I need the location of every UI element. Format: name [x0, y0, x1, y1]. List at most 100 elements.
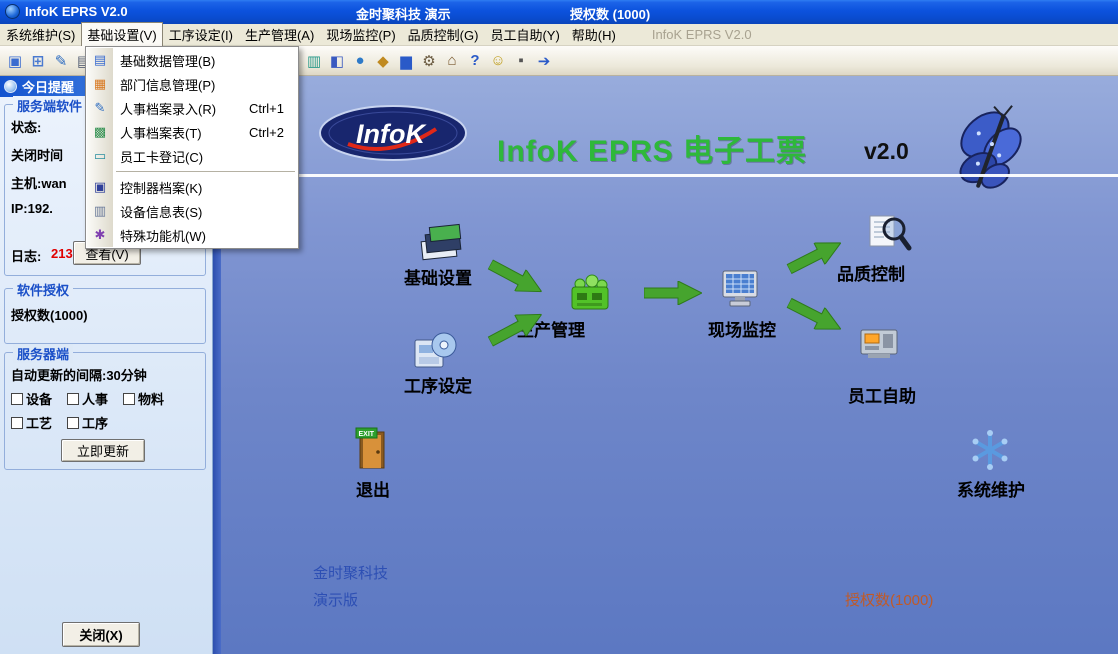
- menu-item-system-maintenance[interactable]: 系统维护(S): [6, 28, 76, 43]
- checkbox-box[interactable]: [67, 416, 79, 429]
- menu-item-employee-card-registration[interactable]: ▭ 员工卡登记(C): [86, 144, 298, 168]
- checkbox-label: 工序: [82, 416, 109, 431]
- personnel-entry-icon: ✎: [94, 100, 106, 115]
- menu-item-personnel-file-entry[interactable]: ✎ 人事档案录入(R) Ctrl+1: [86, 96, 298, 120]
- personnel-table-icon: ▩: [93, 124, 107, 139]
- edit-icon[interactable]: ✎: [54, 52, 68, 70]
- menu-item-personnel-file-table[interactable]: ▩ 人事档案表(T) Ctrl+2: [86, 120, 298, 144]
- menu-item-device-info-table[interactable]: ▥ 设备信息表(S): [86, 199, 298, 223]
- exit-icon[interactable]: EXIT: [352, 426, 392, 470]
- svg-text:EXIT: EXIT: [359, 431, 375, 438]
- license-groupbox: 软件授权 授权数(1000): [4, 280, 206, 344]
- menu-bar: 系统维护(S) 基础设置(V) 工序设定(I) 生产管理(A) 现场监控(P) …: [0, 22, 1118, 47]
- menu-item-label: 设备信息表(S): [120, 204, 203, 220]
- node-label-process-setup[interactable]: 工序设定: [404, 377, 472, 396]
- help-icon[interactable]: ?: [470, 52, 480, 69]
- site-monitoring-icon[interactable]: [718, 268, 764, 310]
- lock-icon[interactable]: ▪: [518, 52, 524, 69]
- exit-icon[interactable]: ➔: [537, 52, 551, 70]
- node-label-system-maintenance[interactable]: 系统维护: [957, 481, 1025, 500]
- close-time-label: 关闭时间: [11, 148, 64, 163]
- menu-item-production-management[interactable]: 生产管理(A): [244, 28, 315, 43]
- form-icon[interactable]: ⊞: [31, 52, 45, 70]
- checkbox-label: 物料: [138, 392, 165, 407]
- server-update-title: 服务器端: [13, 344, 74, 363]
- menu-item-department-info-management[interactable]: ▦ 部门信息管理(P): [86, 72, 298, 96]
- controller-icon: ▣: [93, 179, 107, 194]
- checkbox-label: 工艺: [26, 416, 53, 431]
- checkbox-box[interactable]: [123, 392, 135, 405]
- license-title: 软件授权: [13, 280, 74, 299]
- logo-text: InfoK: [356, 119, 427, 149]
- dropdown-icon-gutter: [87, 48, 113, 247]
- update-interval-text: 自动更新的间隔:30分钟: [11, 368, 147, 383]
- menu-item-label: 特殊功能机(W): [120, 228, 206, 244]
- checkbox-box[interactable]: [11, 416, 23, 429]
- checkbox-process[interactable]: 工序: [67, 413, 108, 432]
- node-label-employee-self-service[interactable]: 员工自助: [848, 387, 916, 406]
- window-icon[interactable]: ▣: [7, 52, 23, 70]
- menu-item-shortcut: Ctrl+2: [248, 124, 284, 140]
- tools-icon[interactable]: ⚙: [422, 52, 436, 70]
- close-button[interactable]: 关闭(X): [62, 622, 140, 647]
- checkbox-label: 人事: [82, 392, 109, 407]
- menu-item-basic-data-management[interactable]: ▤ 基础数据管理(B): [86, 48, 298, 72]
- menu-item-basic-settings[interactable]: 基础设置(V): [81, 22, 163, 47]
- special-function-icon: ✱: [94, 227, 106, 242]
- export-icon[interactable]: ◧: [329, 52, 345, 70]
- splitter[interactable]: [213, 76, 221, 654]
- menu-item-special-function-machine[interactable]: ✱ 特殊功能机(W): [86, 223, 298, 247]
- node-label-exit[interactable]: 退出: [356, 481, 390, 500]
- footer-company-text: 金时聚科技: [313, 565, 389, 582]
- arrow-site-to-self-service: [786, 297, 842, 330]
- node-label-quality-control[interactable]: 品质控制: [837, 265, 905, 284]
- menu-item-label: 员工卡登记(C): [120, 149, 204, 165]
- app-icon: [5, 4, 20, 19]
- checkbox-box[interactable]: [11, 392, 23, 405]
- menu-item-label: 控制器档案(K): [120, 180, 203, 196]
- arrow-base-to-production: [487, 259, 543, 293]
- menu-item-label: 部门信息管理(P): [120, 77, 216, 93]
- menu-item-label: 人事档案表(T): [120, 125, 202, 141]
- checkbox-box[interactable]: [67, 392, 79, 405]
- checkbox-material[interactable]: 物料: [123, 389, 164, 408]
- checkbox-equipment[interactable]: 设备: [11, 389, 52, 408]
- menu-item-help[interactable]: 帮助(H): [571, 28, 616, 43]
- infok-logo: InfoK: [319, 105, 467, 161]
- system-maintenance-icon[interactable]: [970, 430, 1010, 470]
- server-software-title: 服务端软件: [13, 96, 87, 115]
- globe-icon[interactable]: ●: [355, 52, 365, 69]
- network-icon[interactable]: ▥: [306, 52, 322, 70]
- footer-license-text: 授权数(1000): [845, 592, 934, 609]
- quality-control-icon[interactable]: [866, 212, 912, 256]
- menu-item-quality-control[interactable]: 品质控制(G): [407, 28, 479, 43]
- main-panel: InfoK InfoK EPRS 电子工票 v2.0 基础设置: [221, 76, 1118, 654]
- user-icon[interactable]: ☺: [490, 52, 506, 69]
- arrow-production-to-site: [644, 281, 702, 305]
- process-setup-icon[interactable]: [413, 330, 457, 370]
- package-icon[interactable]: ◆: [377, 52, 389, 70]
- log-count-value: 213: [51, 246, 73, 261]
- arrow-site-to-quality: [786, 242, 842, 275]
- base-settings-icon[interactable]: [418, 222, 464, 264]
- menu-separator: [116, 171, 295, 172]
- menu-item-process-setup[interactable]: 工序设定(I): [168, 28, 233, 43]
- node-label-base-settings[interactable]: 基础设置: [404, 269, 472, 288]
- employee-self-service-icon[interactable]: [858, 324, 900, 362]
- menu-item-site-monitoring[interactable]: 现场监控(P): [326, 28, 396, 43]
- checkbox-craft[interactable]: 工艺: [11, 413, 52, 432]
- title-bar[interactable]: InfoK EPRS V2.0 金时聚科技 演示 授权数 (1000): [0, 0, 1118, 24]
- menu-item-employee-self-service[interactable]: 员工自助(Y): [490, 28, 560, 43]
- menu-item-controller-file[interactable]: ▣ 控制器档案(K): [86, 175, 298, 199]
- department-icon: ▦: [93, 76, 107, 91]
- node-label-site-monitoring[interactable]: 现场监控: [708, 321, 776, 340]
- employee-card-icon: ▭: [93, 148, 107, 163]
- update-now-button[interactable]: 立即更新: [61, 439, 145, 462]
- chart-icon[interactable]: ▆: [400, 52, 412, 70]
- production-management-icon[interactable]: [568, 274, 612, 314]
- checkbox-personnel[interactable]: 人事: [67, 389, 108, 408]
- main-title: InfoK EPRS 电子工票: [497, 135, 808, 168]
- log-label: 日志:: [11, 249, 42, 264]
- door-icon[interactable]: ⌂: [447, 52, 457, 69]
